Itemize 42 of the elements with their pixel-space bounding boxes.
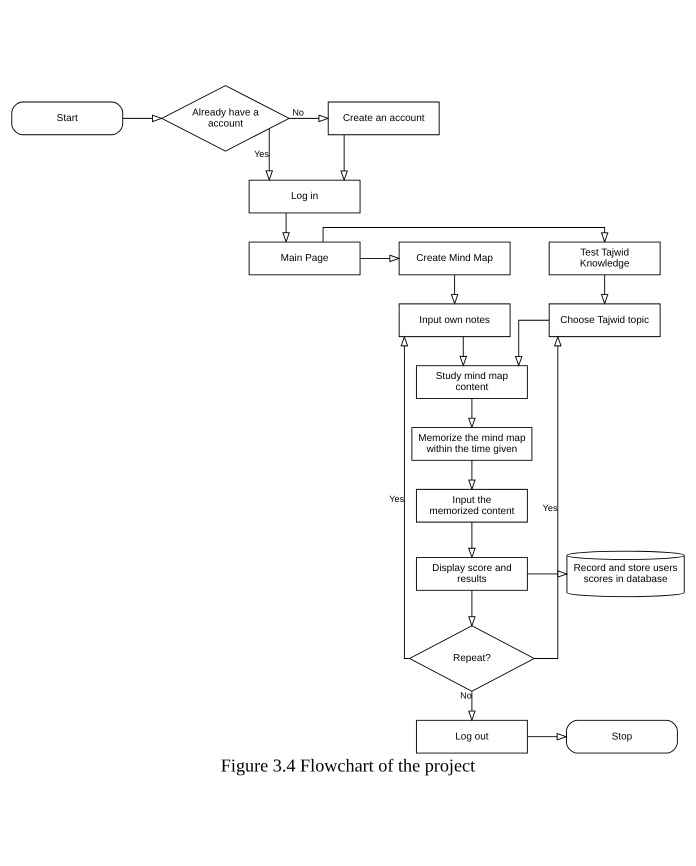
node-diamond: Already have a account bbox=[160, 85, 290, 152]
node-box: Stop bbox=[566, 720, 678, 754]
arrow bbox=[400, 335, 410, 659]
arrow bbox=[288, 114, 330, 122]
arrow bbox=[459, 336, 468, 367]
arrow bbox=[468, 522, 476, 559]
arrow bbox=[468, 691, 476, 722]
node-box: Input own notes bbox=[398, 303, 511, 338]
edge-label: Yes bbox=[389, 494, 404, 504]
arrow bbox=[534, 335, 562, 659]
node-box: Log out bbox=[416, 720, 528, 754]
node-diamond: Repeat? bbox=[408, 625, 536, 692]
edge-label: No bbox=[460, 690, 472, 701]
arrow bbox=[468, 590, 476, 628]
node-box: Create Mind Map bbox=[398, 242, 511, 276]
arrow bbox=[527, 732, 568, 741]
edge-label: Yes bbox=[542, 503, 558, 514]
arrow bbox=[526, 570, 568, 578]
arrow bbox=[122, 114, 163, 122]
node-box: Memorize the mind map within the time given bbox=[411, 427, 532, 461]
arrow bbox=[514, 320, 550, 367]
arrow bbox=[600, 274, 608, 305]
node-box: Start bbox=[11, 102, 124, 136]
arrow bbox=[282, 212, 290, 244]
node-box: Main Page bbox=[248, 242, 360, 276]
arrow bbox=[468, 460, 476, 491]
arrow bbox=[450, 274, 458, 305]
arrow bbox=[340, 134, 348, 182]
arrow bbox=[468, 398, 476, 429]
node-box: Display score and results bbox=[416, 557, 528, 591]
edge-label: No bbox=[292, 108, 304, 118]
arrow bbox=[360, 254, 400, 262]
node-box: Study mind map content bbox=[416, 365, 528, 399]
caption: Figure 3.4 Flowchart of the project bbox=[220, 755, 476, 776]
edge-label: Yes bbox=[254, 149, 269, 160]
node-box: Input the memorized content bbox=[416, 488, 528, 523]
arrow bbox=[265, 128, 274, 182]
node-box: Log in bbox=[248, 180, 360, 214]
node-box: Create an account bbox=[328, 102, 440, 136]
node-box: Test Tajwid Knowledge bbox=[548, 242, 661, 276]
node-box: Choose Tajwid topic bbox=[548, 303, 661, 338]
arrow bbox=[322, 227, 608, 244]
